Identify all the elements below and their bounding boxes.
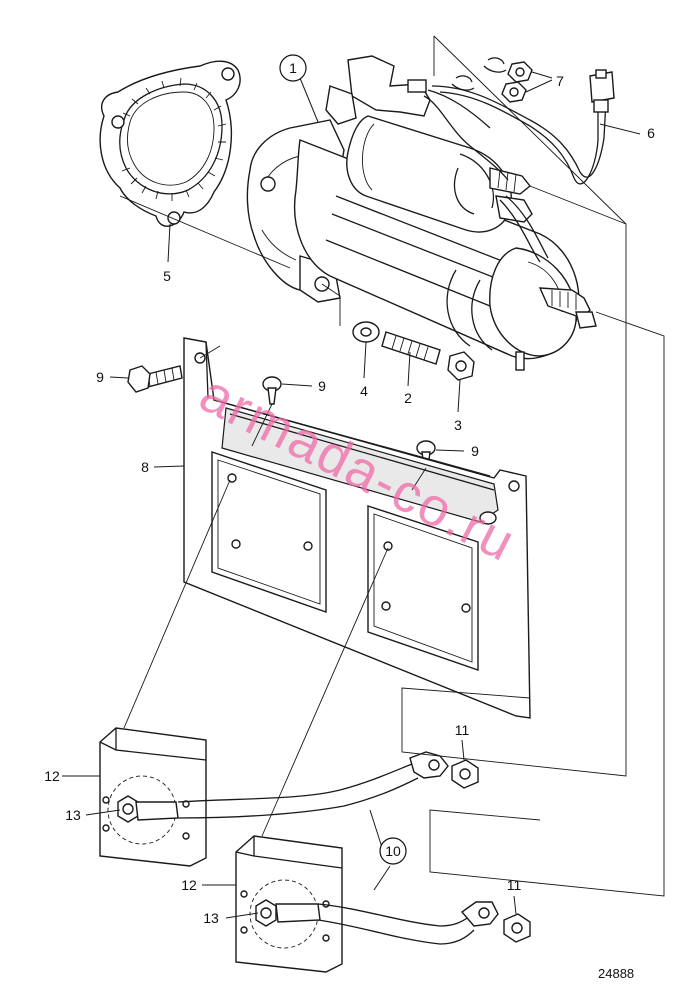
figure-number: 24888 [598,966,634,981]
callout-number: 2 [404,390,412,406]
callout-5: 5 [163,268,171,284]
callout-circle [379,837,407,865]
callout-number: 8 [141,459,149,475]
callout-number: 3 [454,417,462,433]
callout-13: 13 [203,910,219,926]
callout-12: 12 [44,768,60,784]
nut-11-upper [451,759,479,789]
stud [381,331,441,365]
callout-number: 13 [65,807,81,823]
callout-number: 7 [556,73,564,89]
nuts-7 [451,57,553,103]
battery-cable-upper [177,751,449,819]
leader-lines [62,77,641,919]
callout-3: 3 [454,417,462,433]
washer [352,321,380,343]
callout-number: 4 [360,383,368,399]
starter-motor [246,55,597,371]
mounting-bracket [183,337,531,719]
callout-number: 12 [181,877,197,893]
callout-7: 7 [556,73,564,89]
callout-13: 13 [65,807,81,823]
callout-number: 9 [318,378,326,394]
callout-11: 11 [507,877,522,893]
assembly-guide-lines [119,35,665,897]
battery-cable-lower [317,901,499,945]
callout-number: 6 [647,125,655,141]
callout-number: 11 [507,877,522,893]
callout-number: 1 [289,60,297,76]
callout-10: 10 [379,837,407,865]
callout-number: 13 [203,910,219,926]
callout-6: 6 [647,125,655,141]
nut-3 [447,351,475,381]
callout-8: 8 [141,459,149,475]
nut-11-lower [503,913,531,943]
relay-block-lower [235,835,343,973]
callout-number: 9 [471,443,479,459]
gasket [99,60,241,227]
callout-number: 11 [455,722,470,738]
callout-2: 2 [404,390,412,406]
callout-number: 10 [385,843,401,859]
callout-number: 12 [44,768,60,784]
bolt-9-mid [262,376,282,405]
callout-9: 9 [318,378,326,394]
callout-9: 9 [471,443,479,459]
relay-block-upper [99,727,207,867]
callout-circle [279,54,307,82]
callout-11: 11 [455,722,470,738]
callout-number: 9 [96,369,104,385]
bolt-9-left [127,365,183,393]
callout-number: 5 [163,268,171,284]
callout-1: 1 [279,54,307,82]
callout-9: 9 [96,369,104,385]
callout-12: 12 [181,877,197,893]
cable-harness [431,69,615,185]
callout-4: 4 [360,383,368,399]
